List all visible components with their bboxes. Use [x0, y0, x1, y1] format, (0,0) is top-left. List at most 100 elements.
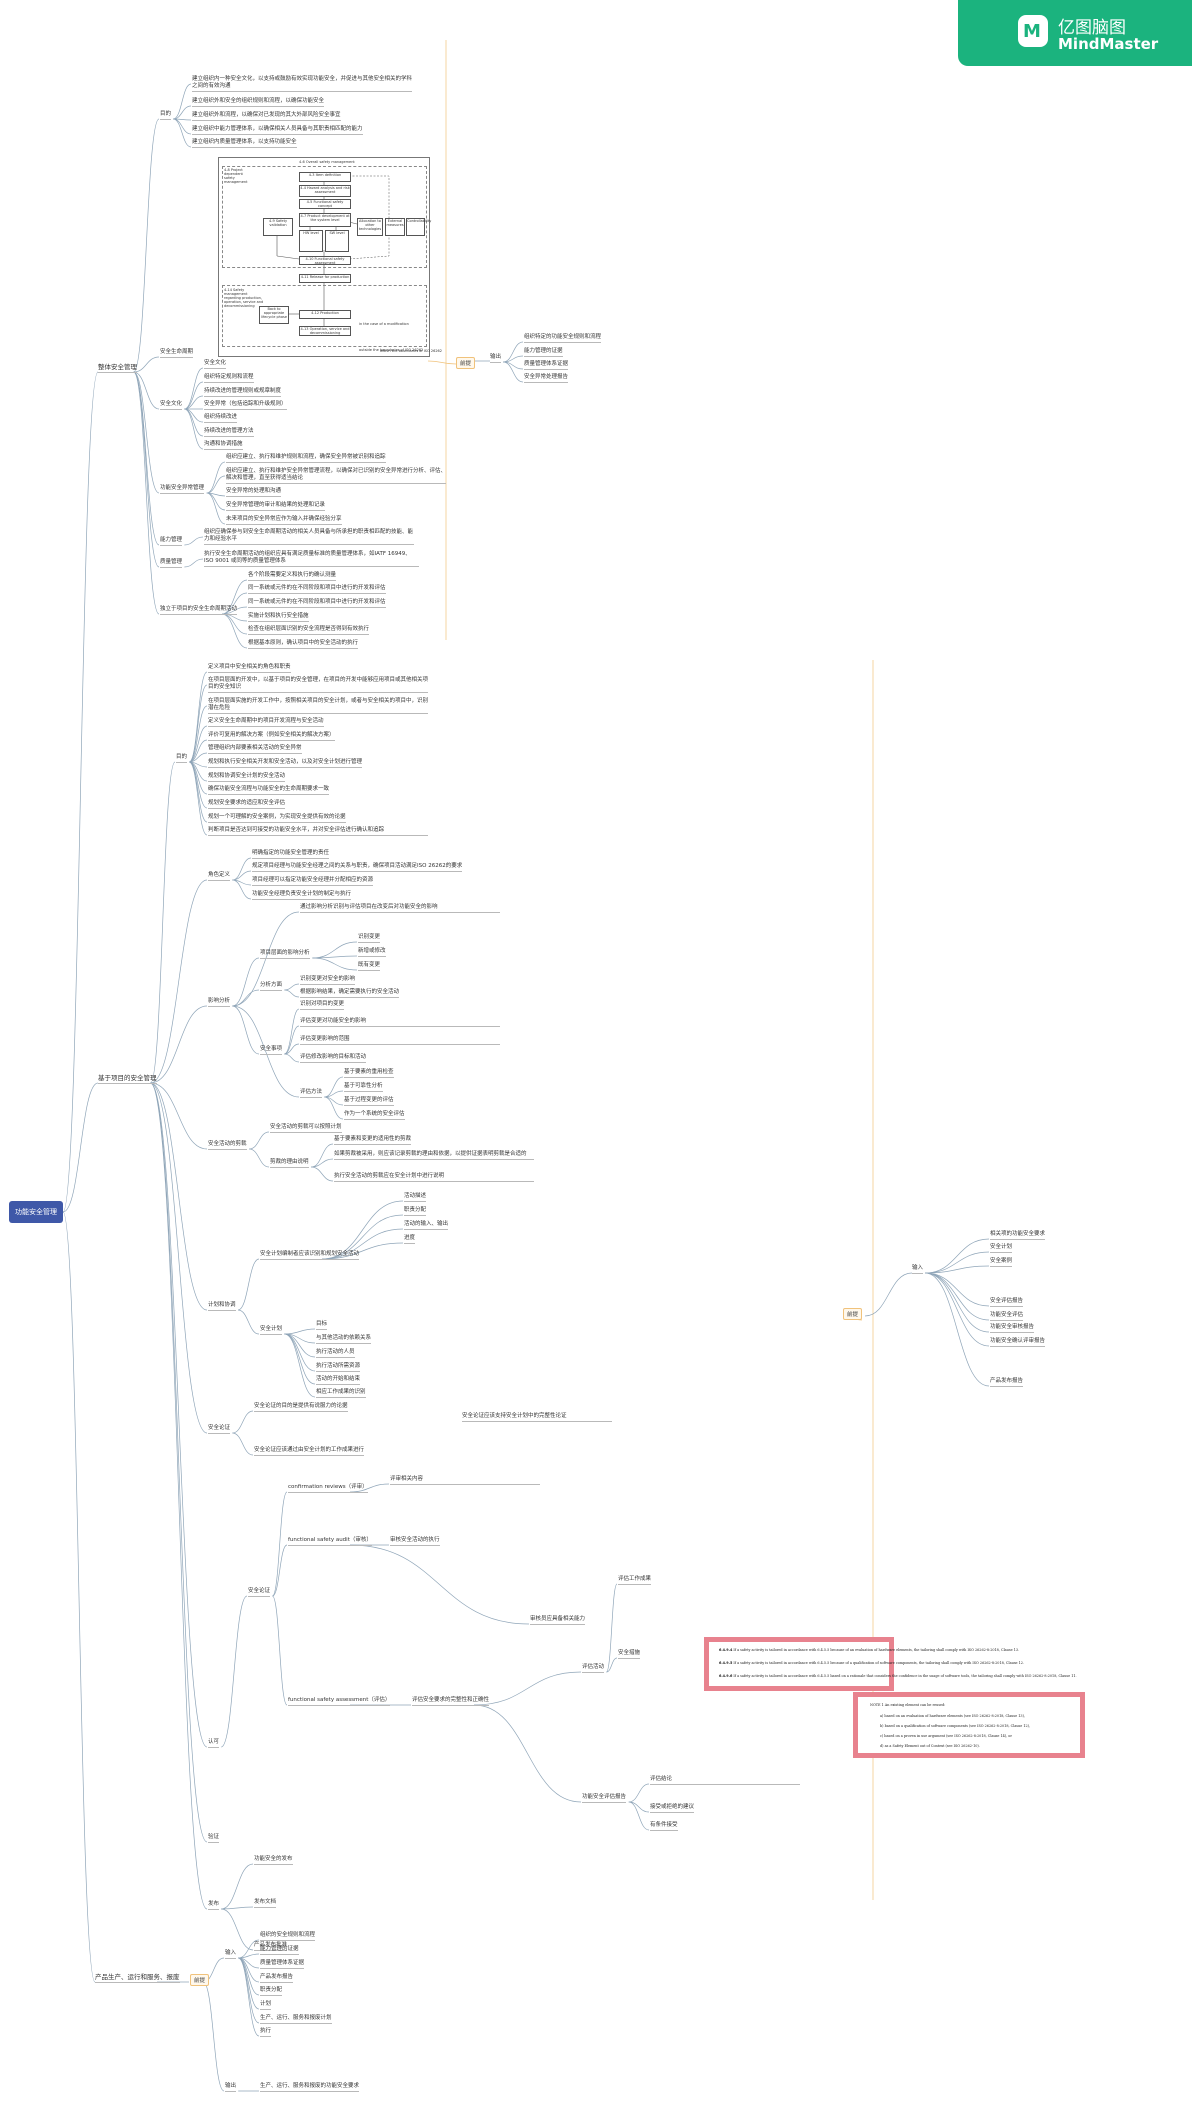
node-z2a[interactable]: 基于要素和变更的适用性的剪裁 — [334, 1136, 412, 1145]
node-o4[interactable]: 安全异常处理报告 — [524, 374, 569, 383]
brand-banner[interactable]: M 亿图脑图 MindMaster — [958, 0, 1192, 66]
node-y5b[interactable]: 基于可靠性分析 — [344, 1083, 383, 1092]
node-y4d[interactable]: 评估修改影响的目标和活动 — [300, 1054, 367, 1063]
node-a2[interactable]: 组织应建立、执行和维护安全异常管理流程，以确保对已识别的安全异常进行分析、评估、… — [226, 468, 446, 484]
node-p1[interactable]: 建立组织内一种安全文化，以支持或鼓励有效实现功能安全，并促进与其他安全相关的学科… — [192, 76, 412, 92]
node-e8[interactable]: 执行 — [260, 2028, 272, 2037]
node-x1c[interactable]: 活动的输入、输出 — [404, 1221, 449, 1230]
node-t1[interactable]: 目的 — [176, 754, 188, 763]
node-h2a[interactable]: 评审相关内容 — [390, 1476, 540, 1485]
node-q1[interactable]: 执行安全生命周期活动的组织应具有满足质量标准的质量管理体系，如IATF 1694… — [204, 551, 419, 567]
node-i2[interactable]: 同一系统或元件的在不同阶段和项目中进行的开发和评估 — [248, 585, 386, 594]
node-g6[interactable]: 管理组织内部要素相关活动的安全异常 — [208, 745, 302, 754]
node-h3[interactable]: functional safety audit（审核） — [288, 1537, 372, 1546]
node-x2f[interactable]: 相应工作成果的识别 — [316, 1389, 366, 1398]
node-x2c[interactable]: 执行活动的人员 — [316, 1349, 355, 1358]
node-g5[interactable]: 评价可复用的解决方案（例如安全相关的解决方案） — [208, 732, 335, 741]
node-i4[interactable]: 实施计划和执行安全措施 — [248, 613, 309, 622]
node-z1[interactable]: 安全活动的剪裁可以按照计划 — [270, 1124, 342, 1133]
node-x2a[interactable]: 目标 — [316, 1321, 328, 1330]
node-w3[interactable]: 产品生产、运行和服务、报废 — [95, 1973, 180, 1983]
node-y4a[interactable]: 识别对项目的变更 — [300, 1001, 345, 1010]
node-v3[interactable]: 安全论证应该支持安全计划中的完整性论证 — [462, 1413, 612, 1422]
node-r1[interactable]: 明确指定的功能安全管理的责任 — [252, 850, 330, 859]
node-c5[interactable]: 组织持续改进 — [204, 414, 238, 423]
node-m7[interactable]: 功能安全确认评审报告 — [990, 1338, 1046, 1347]
node-o2[interactable]: 能力管理的证据 — [524, 348, 563, 357]
node-o1[interactable]: 组织特定的功能安全规则和流程 — [524, 334, 602, 343]
node-y2a[interactable]: 识别变更 — [358, 934, 381, 943]
node-g1[interactable]: 定义项目中安全相关的角色和职责 — [208, 664, 291, 673]
node-g7[interactable]: 规划和执行安全相关开发和安全活动，以及对安全计划进行管理 — [208, 759, 363, 768]
node-t3[interactable]: 影响分析 — [208, 998, 231, 1007]
node-j2[interactable]: 发布文档 — [254, 1899, 277, 1908]
node-h3a[interactable]: 审核安全活动的执行 — [390, 1537, 440, 1546]
node-g3[interactable]: 在项目层面实施的开发工作中，按照相关项目的安全计划，或者与安全相关的项目中，识别… — [208, 698, 428, 714]
node-p2[interactable]: 建立组织外和安全的组织规则和流程，以确保功能安全 — [192, 98, 325, 107]
node-t2[interactable]: 角色定义 — [208, 872, 231, 881]
node-s1[interactable]: 目的 — [160, 111, 172, 120]
node-b1[interactable]: 前提 — [456, 357, 476, 369]
node-j3[interactable]: 产品发布批准 — [254, 1942, 288, 1951]
node-i3[interactable]: 同一系统或元件的在不同阶段和项目中进行的开发和评估 — [248, 599, 386, 608]
node-y2b[interactable]: 新增或修改 — [358, 948, 386, 957]
node-a5[interactable]: 未来项目的安全异常应作为输入并确保经验分享 — [226, 516, 342, 525]
node-s5[interactable]: 能力管理 — [160, 537, 183, 546]
node-t5[interactable]: 计划和协调 — [208, 1302, 236, 1311]
node-c3[interactable]: 持续改进的管理规则或规章制度 — [204, 388, 282, 397]
node-c2[interactable]: 组织特定规则和流程 — [204, 374, 254, 383]
node-s4[interactable]: 功能安全异常管理 — [160, 485, 205, 494]
node-r3[interactable]: 项目经理可以指定功能安全经理并分配相应的资源 — [252, 877, 374, 886]
node-i1[interactable]: 各个阶段需要定义和执行的确认测量 — [248, 572, 337, 581]
node-t9[interactable]: 发布 — [208, 1901, 220, 1910]
node-e4[interactable]: 产品发布报告 — [260, 1974, 294, 1983]
node-h3b[interactable]: 审核员应具备相关能力 — [530, 1616, 586, 1625]
node-e6[interactable]: 计划 — [260, 2001, 272, 2010]
node-h4d[interactable]: 安全措施 — [618, 1650, 641, 1659]
node-c6[interactable]: 持续改进的管理方法 — [204, 428, 254, 437]
node-r2[interactable]: 规定项目经理与功能安全经理之间的关系与职责，确保项目活动满足ISO 26262的… — [252, 863, 463, 872]
node-y3[interactable]: 分析方面 — [260, 982, 283, 991]
node-e2[interactable]: 能力管理的证据 — [260, 1946, 299, 1955]
node-c1[interactable]: 安全文化 — [204, 360, 227, 369]
node-x2[interactable]: 安全计划 — [260, 1326, 283, 1335]
node-s6[interactable]: 质量管理 — [160, 559, 183, 568]
node-y5d[interactable]: 作为一个系统的安全评估 — [344, 1111, 405, 1120]
node-c4[interactable]: 安全异常（包括追踪和升级规则） — [204, 401, 287, 410]
node-y4[interactable]: 安全事项 — [260, 1046, 283, 1055]
node-o3[interactable]: 质量管理体系证据 — [524, 361, 569, 370]
node-e1[interactable]: 组织的安全规则和流程 — [260, 1932, 316, 1941]
node-a4[interactable]: 安全异常管理的审计和结果的处理和记录 — [226, 502, 326, 511]
node-e9[interactable]: 输出 — [225, 2083, 237, 2092]
node-c7[interactable]: 沟通和协调措施 — [204, 441, 243, 450]
node-w1[interactable]: 整体安全管理 — [98, 363, 137, 373]
node-v1[interactable]: 安全论证的目的是提供有说服力的论据 — [254, 1403, 348, 1412]
node-y3b[interactable]: 根据影响结果，确定需要执行的安全活动 — [300, 989, 400, 998]
node-b2s[interactable]: 输入 — [912, 1265, 924, 1274]
node-x1b[interactable]: 职责分配 — [404, 1207, 427, 1216]
node-e7[interactable]: 生产、运行、服务和报废计划 — [260, 2015, 332, 2024]
node-b1s[interactable]: 输出 — [490, 354, 502, 363]
node-g8[interactable]: 规划和协调安全计划的安全活动 — [208, 773, 286, 782]
node-s3[interactable]: 安全文化 — [160, 401, 183, 410]
node-s2[interactable]: 安全生命周期 — [160, 349, 194, 358]
node-j1[interactable]: 功能安全的发布 — [254, 1856, 293, 1865]
node-i6[interactable]: 根据基本原则，确认项目中的安全活动的执行 — [248, 640, 359, 649]
node-p4[interactable]: 建立组织中能力管理体系，以确保相关人员具备与其职责相匹配的能力 — [192, 126, 363, 135]
node-y3a[interactable]: 识别变更对安全的影响 — [300, 976, 356, 985]
node-h5[interactable]: 功能安全评估报告 — [582, 1794, 627, 1803]
node-h5b[interactable]: 接受或拒绝的建议 — [650, 1804, 695, 1813]
node-m6[interactable]: 功能安全审核报告 — [990, 1324, 1035, 1333]
node-y4b[interactable]: 评估变更对功能安全的影响 — [300, 1018, 500, 1027]
node-x1[interactable]: 安全计划编制者应该识别和规划安全活动 — [260, 1251, 360, 1260]
node-t4[interactable]: 安全活动的剪裁 — [208, 1141, 247, 1150]
node-h2[interactable]: confirmation reviews（评审） — [288, 1484, 368, 1493]
node-x2d[interactable]: 执行活动所需资源 — [316, 1363, 361, 1372]
node-b3s[interactable]: 输入 — [225, 1950, 237, 1959]
node-m5[interactable]: 功能安全评估 — [990, 1312, 1024, 1321]
node-t7[interactable]: 认可 — [208, 1739, 220, 1748]
node-y4c[interactable]: 评估变更影响的范围 — [300, 1036, 500, 1045]
node-b2[interactable]: 前提 — [843, 1308, 863, 1320]
node-m4[interactable]: 安全评估报告 — [990, 1298, 1024, 1307]
node-p5[interactable]: 建立组织内质量管理体系，以支持功能安全 — [192, 139, 297, 148]
